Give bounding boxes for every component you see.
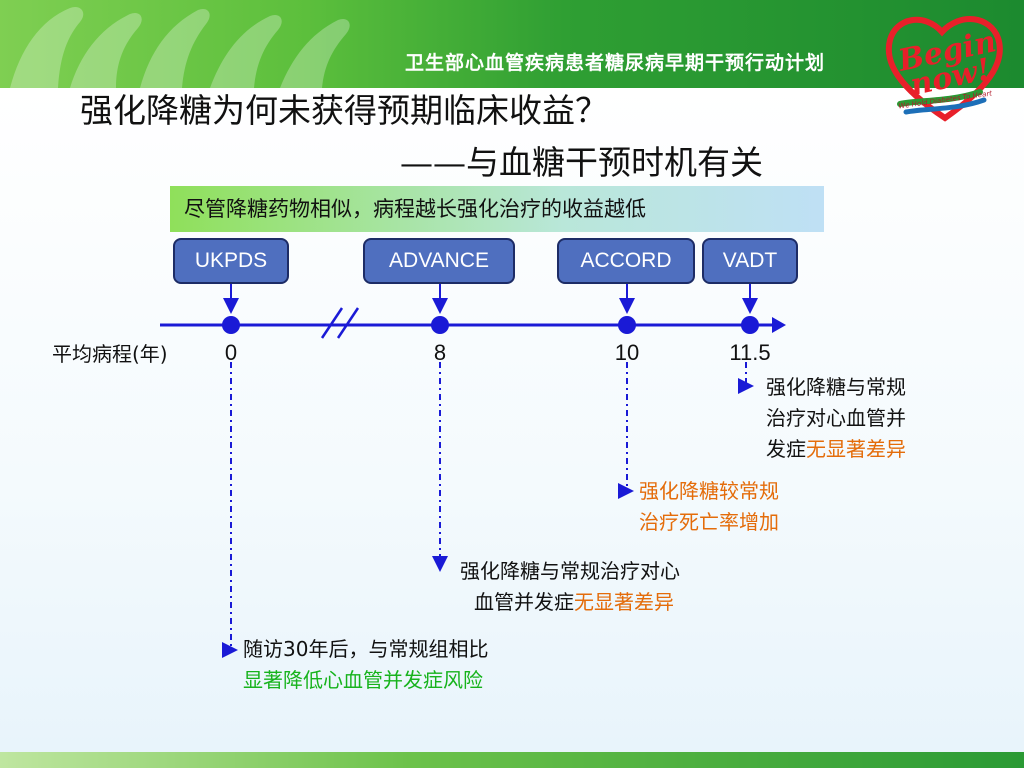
trial-box-advance: ADVANCE <box>363 238 515 284</box>
tick-label-advance: 8 <box>433 340 447 365</box>
slide-subtitle: ——与血糖干预时机有关 <box>400 143 763 182</box>
note-ukpds-line1: 随访30年后，与常规组相比 <box>243 637 489 661</box>
tick-label-accord: 10 <box>614 340 640 365</box>
axis-break-icon <box>320 307 360 339</box>
note-advance-line2: 血管并发症无显著差异 <box>474 590 674 614</box>
timeline-point-vadt <box>741 316 759 334</box>
connector-ukpds <box>222 284 240 658</box>
trial-box-vadt: VADT <box>702 238 798 284</box>
tick-label-vadt: 11.5 <box>729 340 771 365</box>
timeline-point-advance <box>431 316 449 334</box>
top-banner: 卫生部心血管疾病患者糖尿病早期干预行动计划 <box>0 0 1024 88</box>
begin-now-logo: Begin now! We Hold Diabetes To Heart <box>880 8 1010 128</box>
bottom-bar <box>0 752 1024 768</box>
note-accord-line2: 治疗死亡率增加 <box>639 510 779 534</box>
connector-vadt <box>738 284 759 394</box>
note-accord: 强化降糖较常规 治疗死亡率增加 <box>639 476 779 538</box>
note-vadt: 强化降糖与常规 治疗对心血管并 发症无显著差异 <box>766 372 906 465</box>
note-ukpds: 随访30年后，与常规组相比 显著降低心血管并发症风险 <box>243 634 488 696</box>
axis-label: 平均病程(年) <box>52 342 168 366</box>
trial-box-ukpds: UKPDS <box>173 238 289 284</box>
tick-label-ukpds: 0 <box>224 340 238 365</box>
note-advance: 强化降糖与常规治疗对心 血管并发症无显著差异 <box>460 556 680 618</box>
note-vadt-line3: 发症无显著差异 <box>766 437 906 461</box>
note-vadt-line2: 治疗对心血管并 <box>766 406 906 430</box>
trial-box-accord: ACCORD <box>557 238 695 284</box>
banner-title: 卫生部心血管疾病患者糖尿病早期干预行动计划 <box>405 52 826 74</box>
key-message-box: 尽管降糖药物相似，病程越长强化治疗的收益越低 <box>170 186 824 232</box>
note-vadt-line1: 强化降糖与常规 <box>766 375 906 399</box>
note-ukpds-line2: 显著降低心血管并发症风险 <box>243 668 483 692</box>
heart-logo-icon <box>885 16 1003 122</box>
slide-title: 强化降糖为何未获得预期临床收益？ <box>80 91 608 130</box>
note-advance-line1: 强化降糖与常规治疗对心 <box>460 559 680 583</box>
connector-advance <box>431 284 449 572</box>
hands-decoration-icon <box>10 6 350 88</box>
timeline-point-ukpds <box>222 316 240 334</box>
note-accord-line1: 强化降糖较常规 <box>639 479 779 503</box>
timeline-point-accord <box>618 316 636 334</box>
connector-accord <box>618 284 636 499</box>
timeline-arrow-icon <box>772 317 786 333</box>
